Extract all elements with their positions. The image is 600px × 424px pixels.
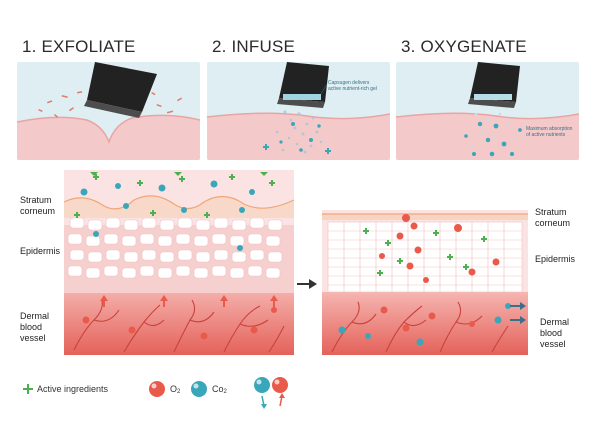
panel-oxygenate: Maximum absorption of active nutrients (396, 62, 579, 160)
blood-vessels (73, 299, 285, 353)
co2-molecules-left (80, 180, 255, 251)
downward-arrows (90, 172, 268, 176)
legend-o2-label: O2 (170, 384, 181, 395)
skin-diagram-after (322, 210, 528, 355)
legend-co2-label: Co2 (212, 384, 227, 395)
step-title-oxygenate: 3. OXYGENATE (401, 37, 527, 56)
label-dermal-right: Dermal blood vessel (540, 317, 570, 349)
transition-arrow-icon (297, 279, 317, 289)
panel-exfoliate (17, 62, 200, 160)
step-title-exfoliate: 1. EXFOLIATE (22, 37, 136, 56)
oxygenate-device-icon (468, 62, 520, 108)
epidermis-grid-lines (328, 222, 522, 292)
co2-exit-arrows (510, 302, 526, 324)
dermis-layer (64, 290, 294, 355)
active-ingredients-right (363, 228, 487, 276)
upward-arrows (100, 295, 278, 307)
infuse-device-icon (277, 62, 329, 108)
active-ingredient-plus-icon (23, 384, 33, 394)
epidermis-cells (67, 217, 283, 279)
co2-molecule-icon (191, 381, 207, 397)
stratum-corneum-after (322, 214, 528, 220)
infuse-illustration (207, 62, 390, 160)
panel-infuse: Capsugen delivers active nutrient-rich g… (207, 62, 390, 160)
step-title-infuse: 2. INFUSE (212, 37, 296, 56)
label-epidermis-left: Epidermis (20, 246, 61, 256)
oxygenate-note: Maximum absorption of active nutrients (526, 126, 573, 138)
skin-diagram-before (64, 170, 294, 355)
label-stratum-left: Stratum corneum (20, 195, 56, 216)
absorbed-drops-icon (464, 121, 522, 157)
skin-flakes-icon (38, 91, 183, 118)
gas-exchange-icon (254, 377, 288, 409)
nutrient-drops-icon (279, 122, 321, 152)
exfoliate-device-icon (84, 62, 157, 118)
active-plus-icon (263, 144, 331, 154)
infuse-note: Capsugen delivers active nutrient-rich g… (328, 80, 377, 92)
label-epidermis-right: Epidermis (535, 254, 576, 264)
active-ingredients-left (74, 174, 275, 218)
oxygen-bubbles-icon (470, 112, 518, 148)
label-stratum-right: Stratum corneum (535, 207, 571, 228)
gel-particles-icon (275, 110, 323, 154)
dermis-layer-after (322, 292, 528, 355)
oxygen-molecules-left (82, 307, 277, 340)
exfoliate-illustration (17, 62, 200, 160)
oxygen-molecule-icon (149, 381, 165, 397)
co2-molecules-right (338, 303, 511, 346)
label-dermal-left: Dermal blood vessel (20, 311, 50, 343)
legend: Active ingredients O2 Co2 (20, 373, 580, 413)
oxygenate-illustration (396, 62, 579, 160)
legend-active-label: Active ingredients (37, 384, 109, 394)
oxygen-molecules-right (379, 214, 500, 332)
